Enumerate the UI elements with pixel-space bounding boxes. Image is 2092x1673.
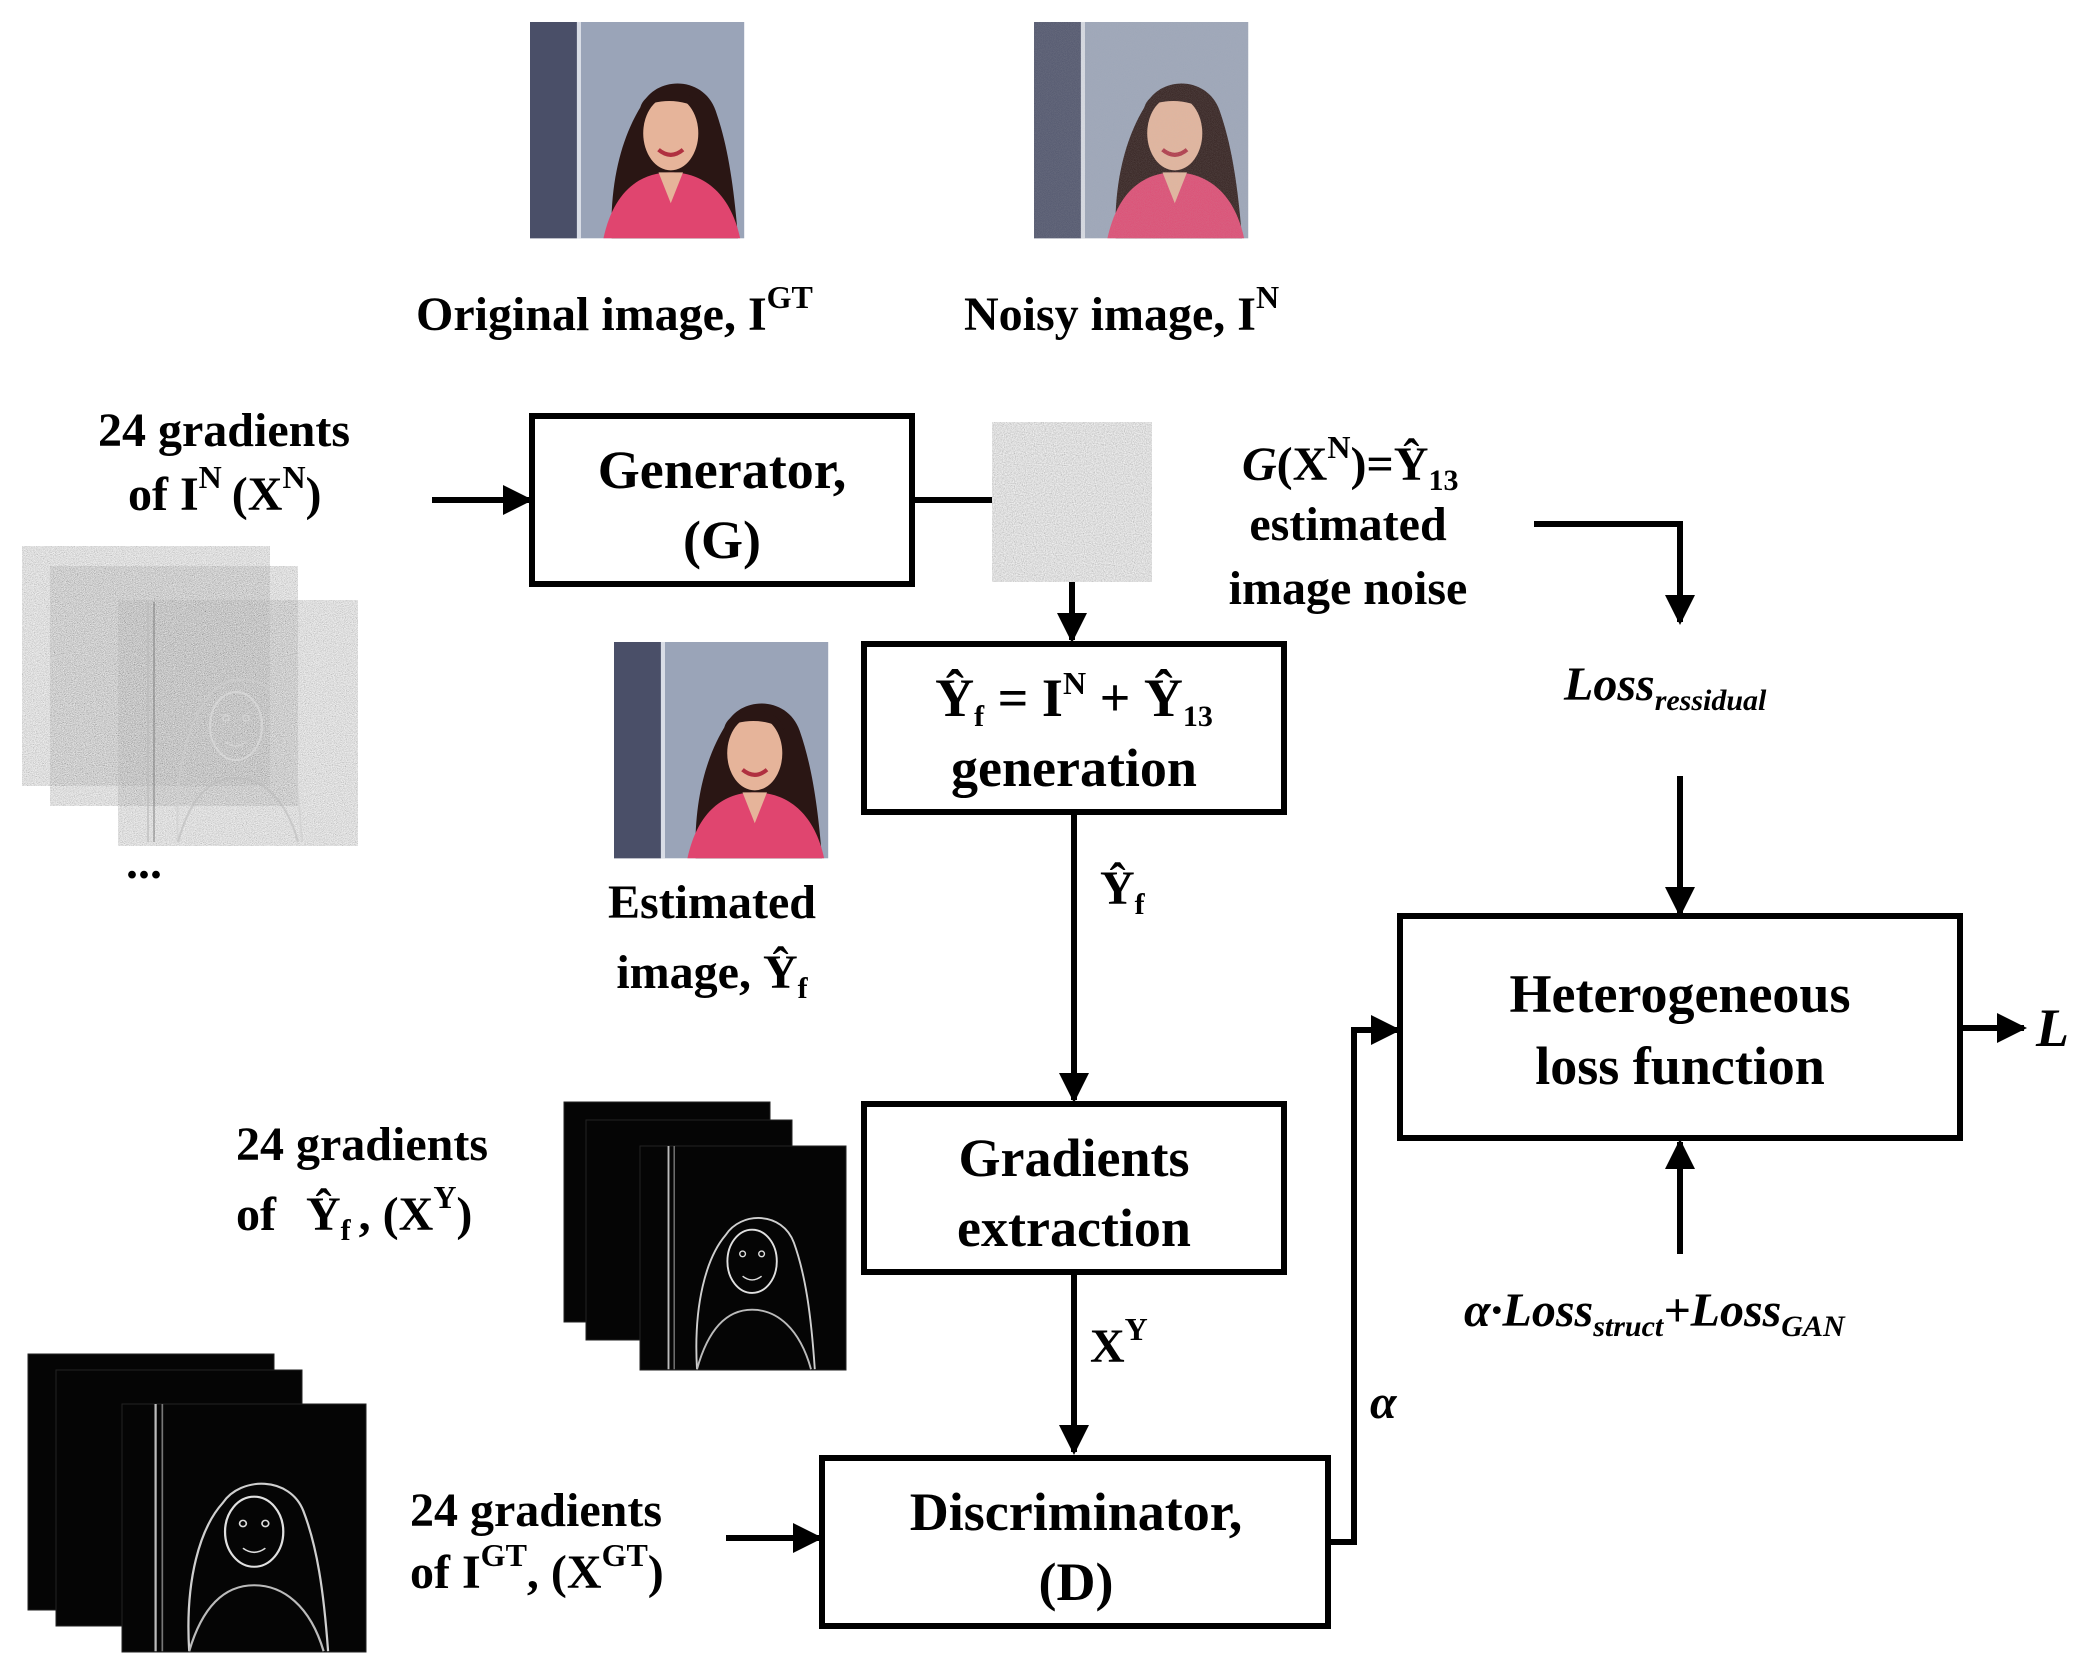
original-image-caption: Original image, IGT <box>416 279 813 341</box>
yf-arrow-label: Ŷf <box>1100 861 1146 921</box>
estimated-noise-image <box>992 422 1152 582</box>
arrow-to-loss-residual <box>1534 521 1695 625</box>
noisy-gradients-label-line2: of IN(XN) <box>128 459 322 521</box>
xy-arrow-label: XY <box>1090 1311 1148 1373</box>
noisy-image-caption: Noisy image, IN <box>964 279 1279 341</box>
gradients-extraction-line1: Gradients <box>958 1128 1189 1188</box>
loss-residual-label: Lossressidual <box>1563 658 1767 717</box>
noise-label-line2: estimated <box>1249 498 1447 551</box>
est-gradients-label-line1: 24 gradients <box>236 1118 488 1171</box>
output-L-label: L <box>2035 998 2069 1058</box>
discriminator-label-line1: Discriminator, <box>910 1482 1242 1542</box>
original-image <box>530 22 744 238</box>
heterogeneous-loss-box <box>1397 913 1963 1141</box>
loss-box-line2: loss function <box>1535 1036 1825 1096</box>
gt-gradients-label-line2: of IGT, (XGT) <box>410 1537 664 1599</box>
gt-gradient-stack <box>27 1353 367 1653</box>
noisy-gradients-label-line1: 24 gradients <box>98 404 350 457</box>
generation-label-line2: generation <box>951 738 1197 798</box>
alpha-label: α <box>1370 1376 1398 1429</box>
generation-equation: Ŷf = IN + Ŷ13 <box>935 665 1213 733</box>
discriminator-label-line2: (D) <box>1039 1552 1114 1612</box>
stack-ellipsis: ... <box>126 836 162 889</box>
noisy-image <box>1034 22 1248 238</box>
loss-box-line1: Heterogeneous <box>1510 964 1851 1024</box>
loss-struct-gan-label: α·Lossstruct+LossGAN <box>1464 1284 1846 1343</box>
noise-label-line3: image noise <box>1229 562 1468 615</box>
estimated-image <box>614 642 828 858</box>
estimated-image-caption-line2: image, Ŷf <box>616 945 808 1005</box>
estimated-gradient-stack <box>563 1101 847 1371</box>
noise-equation: G(XN)=Ŷ13 <box>1242 429 1458 497</box>
generator-label-line1: Generator, <box>598 440 846 500</box>
gradients-extraction-line2: extraction <box>957 1198 1191 1258</box>
gt-gradients-label-line1: 24 gradients <box>410 1484 662 1537</box>
discriminator-box <box>819 1455 1331 1629</box>
noisy-gradient-stack <box>22 546 358 846</box>
generator-label-line2: (G) <box>683 510 761 570</box>
arrow-alpha-to-loss <box>1328 1015 1401 1545</box>
estimated-image-caption-line1: Estimated <box>608 876 816 929</box>
